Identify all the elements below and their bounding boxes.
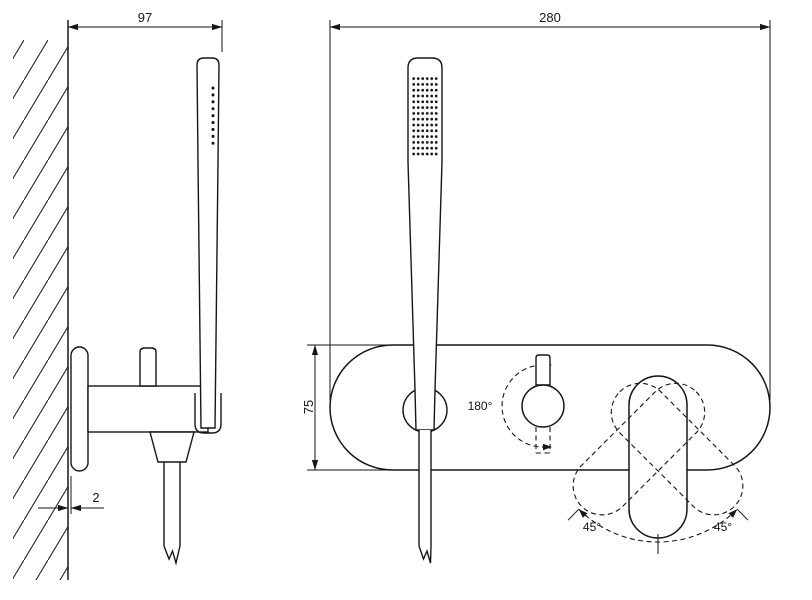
lever-handle: 45° 45°	[567, 375, 749, 554]
dimension-height: 75	[301, 344, 392, 471]
hand-shower-front	[402, 57, 448, 564]
swing-arrow-right	[728, 509, 738, 518]
dimension-wall-gap: 2	[38, 476, 104, 514]
swing-arrow-left	[578, 509, 588, 518]
side-view: 97 2	[13, 10, 223, 580]
dim-wall-gap-label: 2	[92, 490, 99, 505]
lever-swung-right-dashed	[610, 382, 744, 516]
diverter-rotation-label: 180°	[468, 399, 493, 413]
diverter-stem-side	[139, 347, 157, 387]
hose-cone-side	[149, 431, 195, 463]
wall-hatching	[13, 40, 68, 580]
dimension-depth: 97	[67, 10, 223, 52]
hand-shower-side	[194, 57, 222, 434]
hose-break-symbol	[163, 545, 181, 566]
arc-arrow-bottom	[543, 443, 552, 451]
dimension-width: 280	[329, 10, 771, 400]
diverter-stem-front	[535, 354, 551, 386]
spray-dots-front	[411, 76, 439, 156]
diverter-mirror-stem-dashed	[535, 427, 551, 454]
swing-tick-right	[736, 508, 749, 521]
lever-swung-left-dashed	[572, 382, 706, 516]
hose-front-break-symbol	[418, 545, 432, 564]
diverter-rotation-arc	[501, 364, 544, 448]
lever-swing-right-label: 45°	[714, 520, 732, 534]
wall-plate-outline	[70, 346, 89, 472]
hose-mask	[419, 430, 431, 546]
shower-holder-side	[194, 393, 222, 434]
hose-side	[149, 431, 195, 566]
front-view: 180° 45° 45° 280	[301, 10, 771, 564]
hand-shower-side-outline	[196, 57, 220, 429]
lever-swing-left-label: 45°	[583, 520, 601, 534]
dim-depth-label: 97	[138, 10, 152, 25]
dim-height-label: 75	[301, 400, 316, 414]
dim-width-label: 280	[539, 10, 561, 25]
wall-section	[13, 20, 69, 580]
mixer-body-side	[87, 347, 209, 433]
diverter-knob: 180°	[468, 354, 565, 454]
wall-plate-side	[70, 346, 89, 472]
lever-solid-outline	[628, 375, 688, 539]
mixer-body-outline	[87, 385, 209, 433]
swing-tick-left	[567, 508, 580, 521]
diverter-knob-circle	[521, 384, 565, 428]
